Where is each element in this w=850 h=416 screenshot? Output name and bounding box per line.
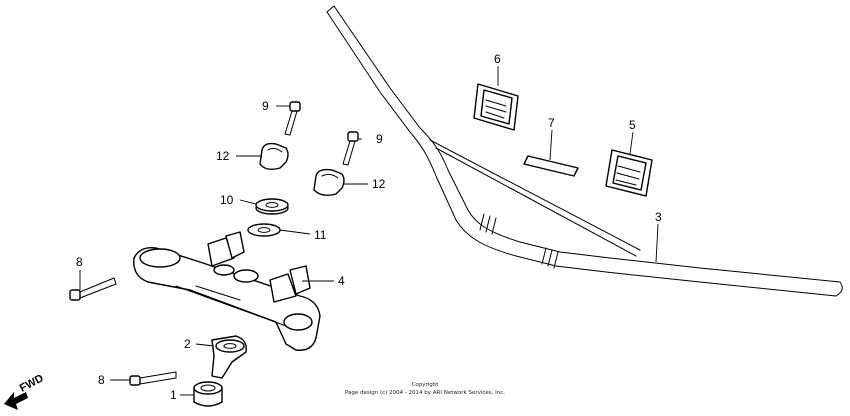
holder-12-right [313,168,345,197]
lower-clamp-2 [211,335,247,379]
bolt-8-lower [129,371,177,386]
callout-2: 2 [184,337,191,351]
callout-1: 1 [170,388,177,402]
callout-9-right: 9 [376,132,383,146]
bolt-8-upper [69,277,117,301]
strip-7 [523,155,579,177]
callout-7: 7 [548,116,555,130]
callout-8-lower: 8 [98,373,105,387]
callout-6: 6 [494,52,501,66]
callout-8-upper: 8 [76,255,83,269]
handlebar [326,5,843,297]
footer-copyright: Copyright [412,382,440,388]
bolt-9-left [284,101,301,136]
leader-lines [79,66,659,396]
callout-5: 5 [629,118,636,132]
fwd-arrow-icon [4,392,28,410]
callout-9-left: 9 [262,99,269,113]
callout-3: 3 [655,210,662,224]
bushing-1 [193,381,223,407]
callout-12-right: 12 [372,177,386,191]
top-bridge [133,231,321,351]
washer-10 [255,198,289,215]
callout-11: 11 [314,228,327,242]
holder-12-left [259,142,289,171]
handlebar-pad-5 [605,149,653,197]
bolt-9-right [342,131,359,166]
handlebar-pad-6 [473,83,519,131]
fwd-label: FWD [18,372,46,394]
washer-11 [247,223,281,237]
callout-10: 10 [220,193,234,207]
callout-4: 4 [338,274,345,288]
footer-page-design: Page design (c) 2004 - 2014 by ARI Netwo… [345,390,505,396]
callout-12-left: 12 [216,149,230,163]
